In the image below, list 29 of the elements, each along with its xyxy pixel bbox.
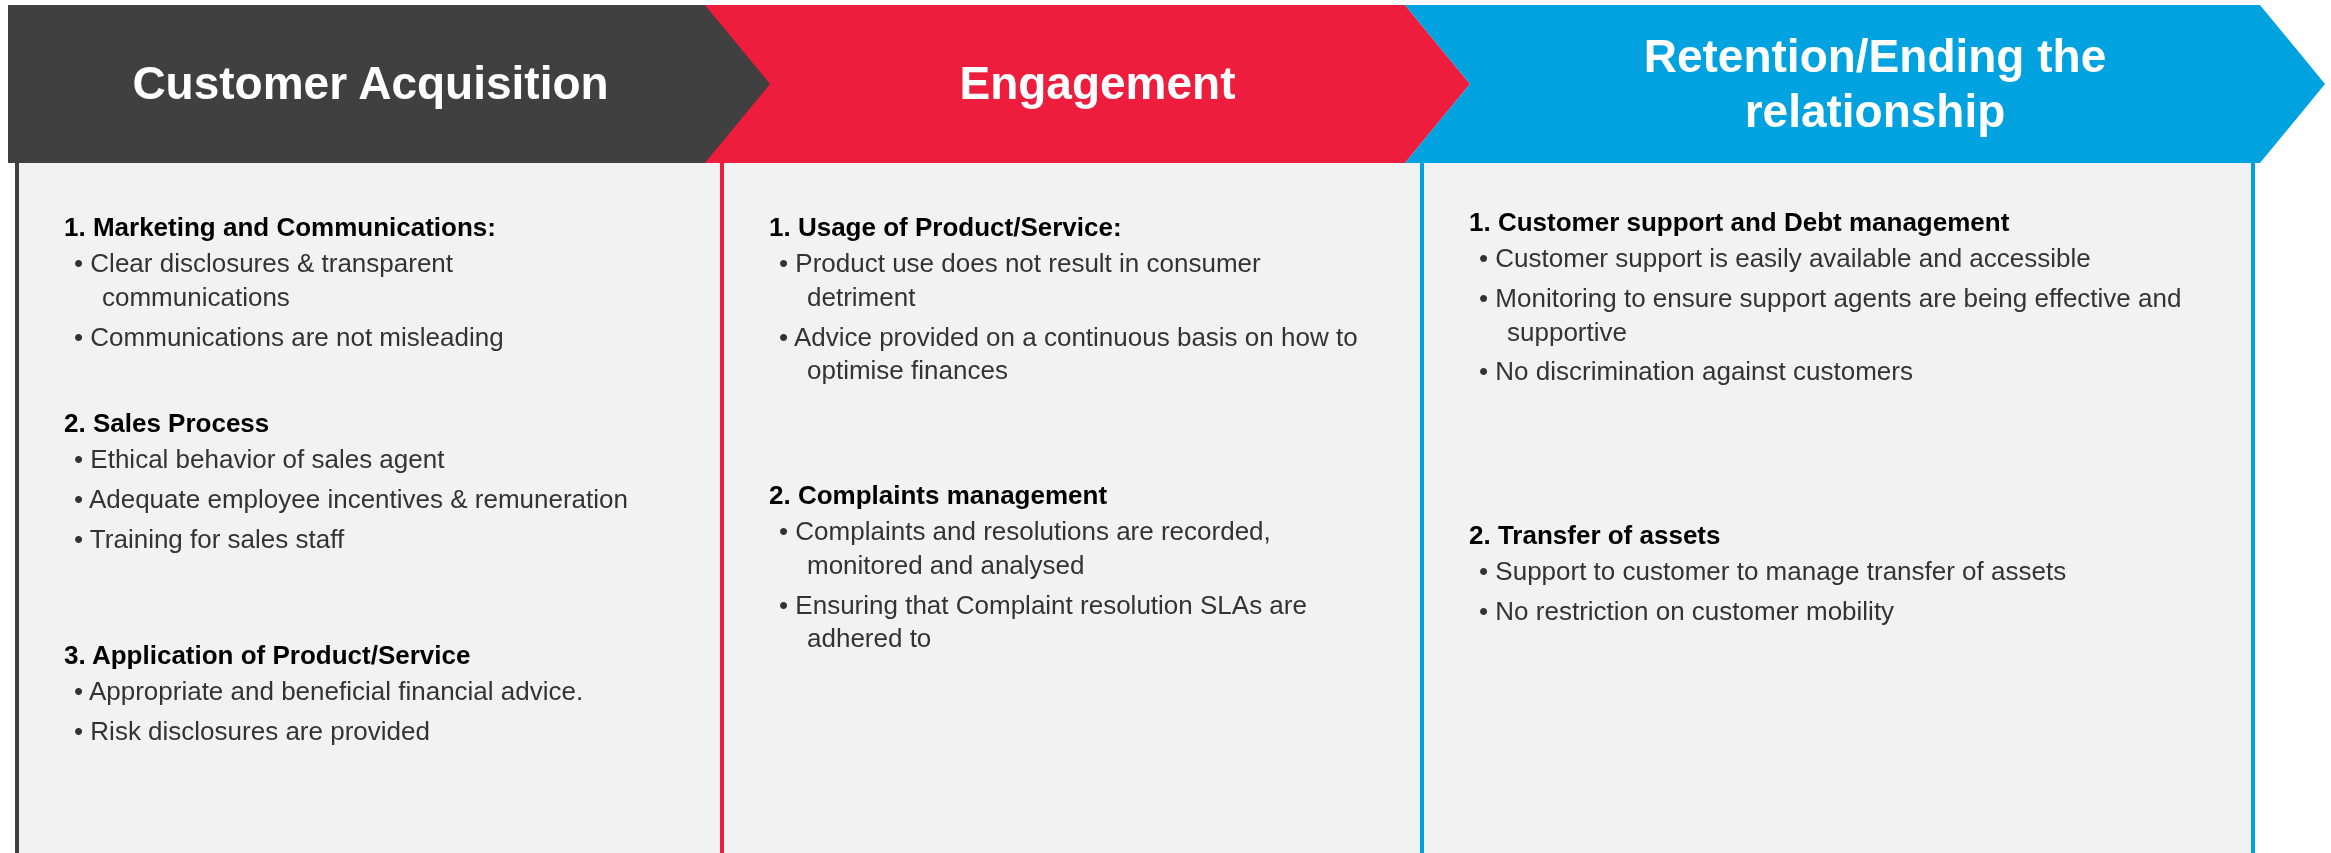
- stage-title: Retention/Ending the relationship: [1642, 28, 2108, 139]
- section-heading: 1. Usage of Product/Service:: [769, 212, 1123, 243]
- bullet-item: • Appropriate and beneficial financial advice.: [74, 675, 585, 708]
- bullet-item: • Communications are not misleading: [74, 320, 505, 354]
- bullet-item: • Advice provided on a continuous basis on how to optimise finances: [779, 320, 1359, 388]
- bullet-item: • Ethical behavior of sales agent: [74, 443, 446, 476]
- column-panel: [15, 163, 720, 853]
- bullet-item: • Adequate employee incentives & remuneration: [74, 482, 629, 516]
- section-heading: 1. Marketing and Communications:: [64, 212, 497, 243]
- bullet-item: • Ensuring that Complaint resolution SLAs are adhered to: [779, 588, 1308, 656]
- bullet-item: • Support to customer to manage transfer of assets: [1479, 555, 2068, 588]
- section-heading: 3. Application of Product/Service: [64, 640, 472, 671]
- bullet-item: • Product use does not result in consumer detriment: [779, 247, 1262, 314]
- bullet-item: • Training for sales staff: [74, 522, 346, 556]
- section-heading: 1. Customer support and Debt management: [1469, 207, 2011, 238]
- stage-title: Customer Acquisition: [132, 56, 609, 112]
- bullet-item: • Complaints and resolutions are recorded, monitored and analysed: [779, 515, 1272, 582]
- bullet-item: • No discrimination against customers: [1479, 355, 1914, 389]
- column-panel: [1420, 163, 2255, 853]
- section-heading: 2. Transfer of assets: [1469, 520, 1722, 551]
- section-heading: 2. Sales Process: [64, 408, 271, 439]
- bullet-item: • Risk disclosures are provided: [74, 714, 431, 748]
- bullet-item: • Monitoring to ensure support agents are being effective and supportive: [1479, 281, 2183, 349]
- bullet-item: • No restriction on customer mobility: [1479, 594, 1896, 628]
- section-heading: 2. Complaints management: [769, 480, 1109, 511]
- stage-title: Engagement: [959, 56, 1236, 112]
- bullet-item: • Customer support is easily available and accessible: [1479, 242, 2092, 275]
- column-panel: [720, 163, 1420, 853]
- bullet-item: • Clear disclosures & transparent communications: [74, 247, 455, 314]
